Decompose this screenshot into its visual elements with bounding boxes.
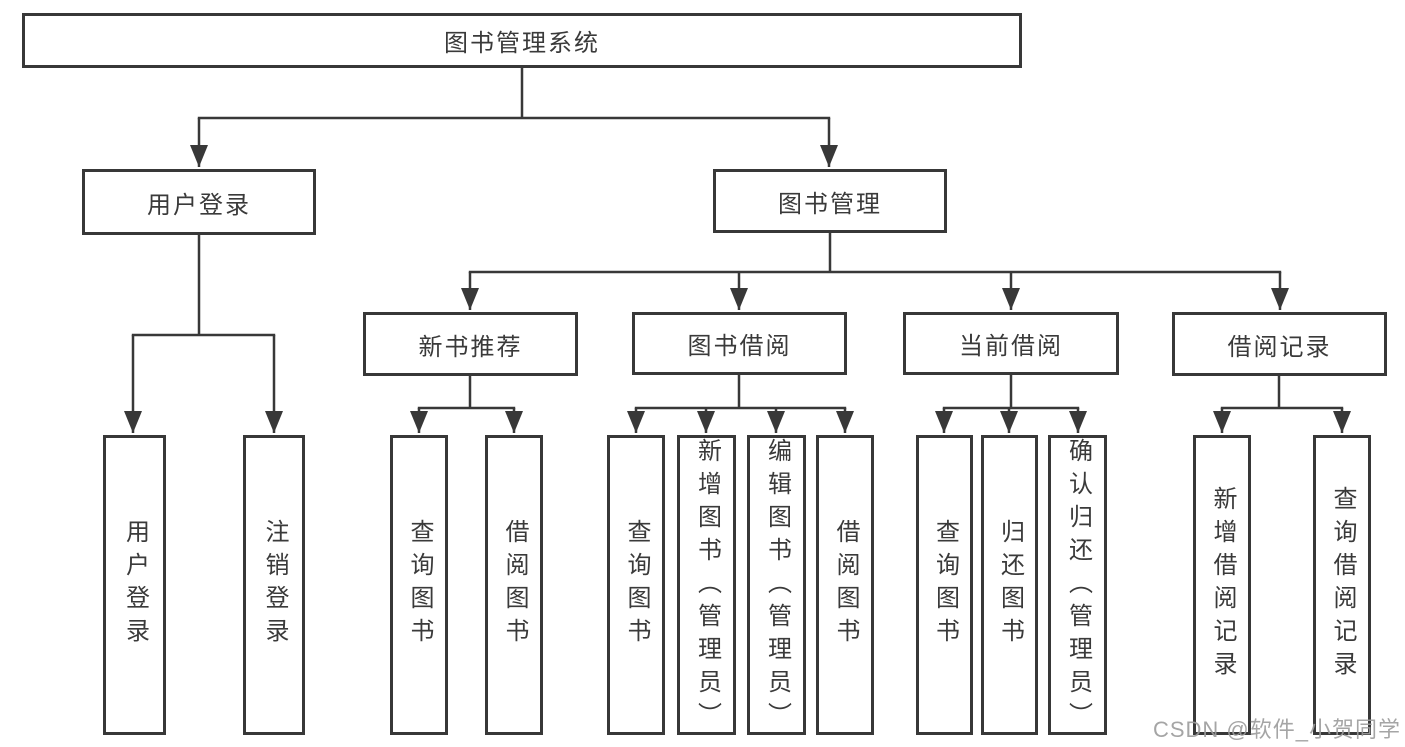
node-book-mgmt-label: 图书管理 [778,190,882,218]
leaf-borrow-book: 借阅图书 [816,435,874,735]
leaf-return-book-label: 归还图书 [996,519,1024,651]
connector-root [197,68,831,120]
node-borrow-records: 借阅记录 [1172,312,1387,376]
node-root-label: 图书管理系统 [444,30,600,57]
leaf-new-books-query-label: 查询图书 [406,519,433,651]
leaf-new-books-query: 查询图书 [390,435,448,735]
leaf-borrow-book-label: 借阅图书 [832,519,859,651]
node-user-login-label: 用户登录 [147,191,251,219]
leaf-current-query-label: 查询图书 [931,519,959,651]
connector-book-borrow-sub [634,375,847,410]
leaf-query-record: 查询借阅记录 [1313,435,1371,735]
leaf-query-record-label: 查询借阅记录 [1329,486,1356,684]
node-book-borrow: 图书借阅 [632,312,847,375]
connector-user-login [131,235,276,337]
connector-borrow-records-sub [1220,376,1344,410]
leaf-borrow-edit-book: 编辑图书（管理员） [747,435,806,735]
leaf-borrow-edit-book-label: 编辑图书（管理员） [763,438,791,735]
leaf-logout: 注销登录 [243,435,305,735]
leaf-confirm-return-label: 确认归还（管理员） [1064,438,1092,735]
leaf-current-query: 查询图书 [916,435,973,735]
node-new-books-label: 新书推荐 [418,333,523,361]
node-book-borrow-label: 图书借阅 [687,333,792,360]
leaf-user-login-label: 用户登录 [121,519,149,651]
node-current-borrow: 当前借阅 [903,312,1119,375]
leaf-add-record-label: 新增借阅记录 [1209,486,1236,684]
leaf-new-books-borrow: 借阅图书 [485,435,543,735]
connector-new-books [417,376,516,410]
connector-book-mgmt [468,233,1282,274]
leaf-add-record: 新增借阅记录 [1193,435,1251,735]
node-book-mgmt: 图书管理 [713,169,947,233]
leaf-confirm-return: 确认归还（管理员） [1048,435,1107,735]
node-new-books: 新书推荐 [363,312,578,376]
leaf-return-book: 归还图书 [981,435,1038,735]
leaf-borrow-add-book: 新增图书（管理员） [677,435,736,735]
leaf-borrow-query: 查询图书 [607,435,665,735]
node-current-borrow-label: 当前借阅 [959,333,1063,360]
connector-current-borrow-sub [942,375,1080,410]
leaf-borrow-query-label: 查询图书 [623,519,650,651]
leaf-new-books-borrow-label: 借阅图书 [501,519,528,651]
node-user-login: 用户登录 [82,169,316,235]
node-borrow-records-label: 借阅记录 [1227,333,1332,361]
leaf-user-login: 用户登录 [103,435,166,735]
leaf-logout-label: 注销登录 [261,519,288,651]
node-root: 图书管理系统 [22,13,1022,68]
csdn-watermark: CSDN @软件_小贺同学 [1152,717,1401,742]
leaf-borrow-add-book-label: 新增图书（管理员） [693,438,721,735]
